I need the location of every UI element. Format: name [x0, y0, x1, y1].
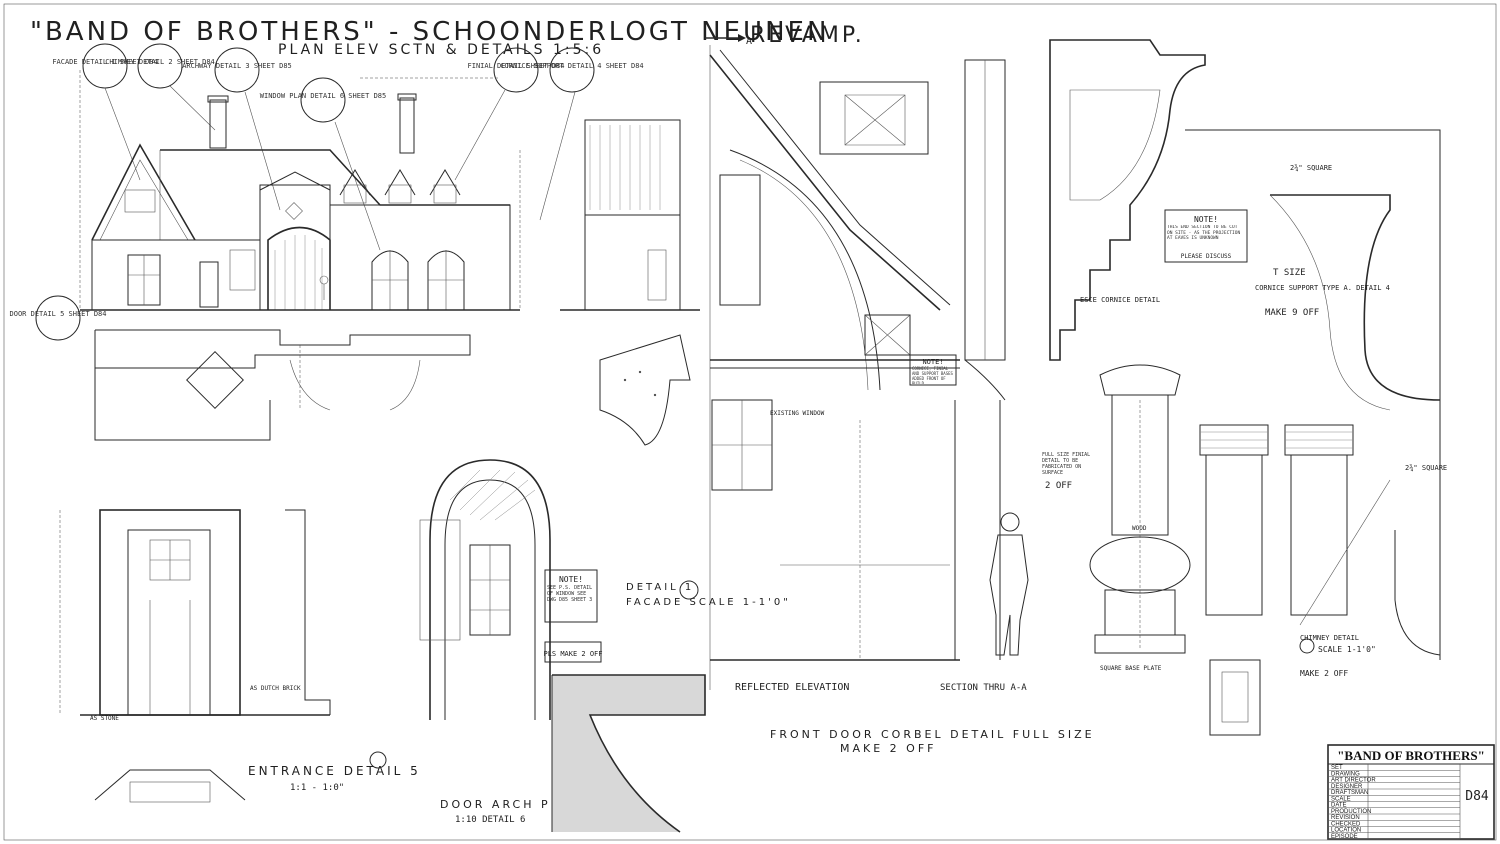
title-block-row-label: SET [1331, 765, 1343, 771]
corbel-title: FRONT DOOR CORBEL DETAIL FULL SIZE [770, 728, 1095, 741]
title-block-row-label: DESIGNER [1331, 784, 1363, 790]
chimney-detail-label: CHIMNEY DETAIL [1300, 634, 1359, 642]
note-end-section-text: THIS END SECTION TO BE CUT ON SITE - AS … [1167, 225, 1241, 241]
note-end-section-emph: PLEASE DISCUSS [1181, 253, 1232, 260]
square-label-1: 2¾" SQUARE [1290, 164, 1332, 172]
title-block-row-label: EPISODE [1331, 834, 1358, 840]
cornice-support: T SIZE CORNICE SUPPORT TYPE A. DETAIL 4 … [1185, 129, 1447, 660]
section-label: SECTION THRU A-A [940, 683, 1027, 693]
facade-detail: DETAIL 1 FACADE SCALE 1-1'0" REFLECTED E… [626, 45, 1027, 693]
dutch-brick-label: AS DUTCH BRICK [250, 685, 301, 692]
corbel-make: MAKE 2 OFF [840, 742, 936, 755]
cornice-detail-title: ESCE CORNICE DETAIL [1080, 296, 1160, 304]
callout-window-text: WINDOW PLAN DETAIL 6 SHEET D85 [260, 92, 386, 100]
leader-lines [104, 85, 576, 251]
section-c-c [560, 119, 700, 311]
square-base-label: SQUARE BASE PLATE [1100, 665, 1162, 672]
callout-archway-text: ARCHWAY DETAIL 3 SHEET D85 [182, 62, 292, 70]
note-make2-text: PLS MAKE 2 OFF [543, 650, 602, 658]
callout-door-text: DOOR DETAIL 5 SHEET D84 [10, 310, 107, 318]
note-cornice-text: CORNICE, FINIAL AND SUPPORT BASES ADDED … [912, 366, 953, 384]
section-column [954, 59, 1029, 660]
existing-window-label: EXISTING WINDOW [770, 410, 825, 417]
reflected-label: REFLECTED ELEVATION [735, 682, 849, 693]
title-block-row-label: DRAWING [1331, 771, 1360, 777]
detail1-label: DETAIL 1 [626, 582, 694, 593]
full-size-finial-text: FULL SIZE FINIAL DETAIL TO BE FABRICATED… [1042, 452, 1091, 476]
cornice-support-label: CORNICE SUPPORT TYPE A. DETAIL 4 [1255, 284, 1390, 292]
title-block-row-label: PRODUCTION [1331, 809, 1371, 815]
main-elevation [79, 70, 521, 311]
note-end-section: NOTE! THIS END SECTION TO BE CUT ON SITE… [1164, 209, 1248, 263]
sheet-title: "BAND OF BROTHERS" - SCHOONDERLOGT NEUNE… [30, 17, 829, 47]
callout-cornice: CORNICE SUPPORT DETAIL 4 SHEET D84 [500, 47, 644, 93]
finial-detail: WOOD SQUARE BASE PLATE [1089, 364, 1191, 672]
title-arrow: A [705, 34, 752, 47]
stone-corbel [599, 334, 691, 446]
callout-facade: FACADE DETAIL 1 SHEET D84 [52, 43, 158, 89]
callout-archway: ARCHWAY DETAIL 3 SHEET D85 [182, 47, 292, 93]
human-scale-figure [989, 512, 1029, 656]
chimney-make-label: MAKE 2 OFF [1300, 669, 1348, 678]
title-block-drawing-number: D84 [1465, 789, 1489, 804]
cornice-profile [1049, 39, 1206, 361]
entrance-detail-scale: 1:1 - 1:0" [290, 783, 344, 793]
callout-chimney: CHIMNEY DETAIL 2 SHEET D84 [105, 43, 215, 89]
callout-chimney-text: CHIMNEY DETAIL 2 SHEET D84 [105, 58, 215, 66]
corbel-detail: FRONT DOOR CORBEL DETAIL FULL SIZE MAKE … [551, 674, 1095, 833]
callout-facade-text: FACADE DETAIL 1 SHEET D84 [52, 58, 157, 66]
title-block-row-label: REVISION [1331, 815, 1360, 821]
make9-label: MAKE 9 OFF [1265, 308, 1319, 318]
chimney-scale-label: SCALE 1-1'0" [1318, 645, 1376, 654]
title-block-row-label: ART DIRECTOR [1331, 778, 1376, 784]
svg-text:NOTE!: NOTE! [1194, 215, 1218, 224]
detail1-scale: FACADE SCALE 1-1'0" [626, 597, 791, 608]
door-arch-detail: DOOR ARCH PLUG 1:10 DETAIL 6 [419, 459, 582, 825]
title-block-project: "BAND OF BROTHERS" [1337, 748, 1485, 763]
callout-finial: FINIAL DETAIL SHEET D84 [468, 47, 565, 93]
title-block-row-label: SCALE [1331, 796, 1351, 802]
sheet-subtitle: PLAN ELEV SCTN & DETAILS 1:5:6 [278, 42, 604, 58]
tsize-label: T SIZE [1273, 268, 1306, 278]
door-arch-title: DOOR ARCH PLUG [440, 798, 582, 811]
callout-window: WINDOW PLAN DETAIL 6 SHEET D85 [260, 77, 386, 123]
sheet-border [3, 3, 1497, 841]
plan-view [94, 329, 471, 441]
callout-finial-text: FINIAL DETAIL SHEET D84 [468, 62, 565, 70]
note-full-size-finial: FULL SIZE FINIAL DETAIL TO BE FABRICATED… [1042, 452, 1091, 491]
note-cornice: NOTE! CORNICE, FINIAL AND SUPPORT BASES … [909, 354, 957, 386]
finial-off-label: 2 OFF [1045, 481, 1072, 491]
callout-cornice-text: CORNICE SUPPORT DETAIL 4 SHEET D84 [500, 62, 643, 70]
title-block-row-label: CHECKED [1331, 821, 1361, 827]
revamp-label: REVAMP. [750, 23, 865, 48]
svg-text:NOTE!: NOTE! [922, 358, 943, 366]
svg-text:A: A [746, 36, 752, 47]
entrance-detail: ENTRANCE DETAIL 5 1:1 - 1:0" [59, 509, 421, 803]
chimney-detail: CHIMNEY DETAIL SCALE 1-1'0" MAKE 2 OFF [1199, 424, 1391, 736]
entrance-detail-title: ENTRANCE DETAIL 5 [248, 764, 421, 778]
title-block-row-label: LOCATION [1331, 828, 1361, 834]
title-block-row-label: DATE [1331, 803, 1347, 809]
svg-text:NOTE!: NOTE! [559, 575, 583, 584]
title-block-row-label: DRAFTSMAN [1331, 790, 1368, 796]
note-make2: PLS MAKE 2 OFF [543, 641, 603, 663]
note-window: NOTE! SEE P.S. DETAIL OF WINDOW SEE DWG … [544, 569, 598, 623]
callout-door: DOOR DETAIL 5 SHEET D84 [10, 295, 107, 341]
wood-label: WOOD [1132, 525, 1147, 532]
square-label-2: 2¾" SQUARE [1405, 464, 1447, 472]
as-stone-label: AS STONE [90, 715, 119, 722]
note-window-text: SEE P.S. DETAIL OF WINDOW SEE DWG D85 SH… [547, 585, 593, 603]
door-arch-scale: 1:10 DETAIL 6 [455, 815, 525, 825]
